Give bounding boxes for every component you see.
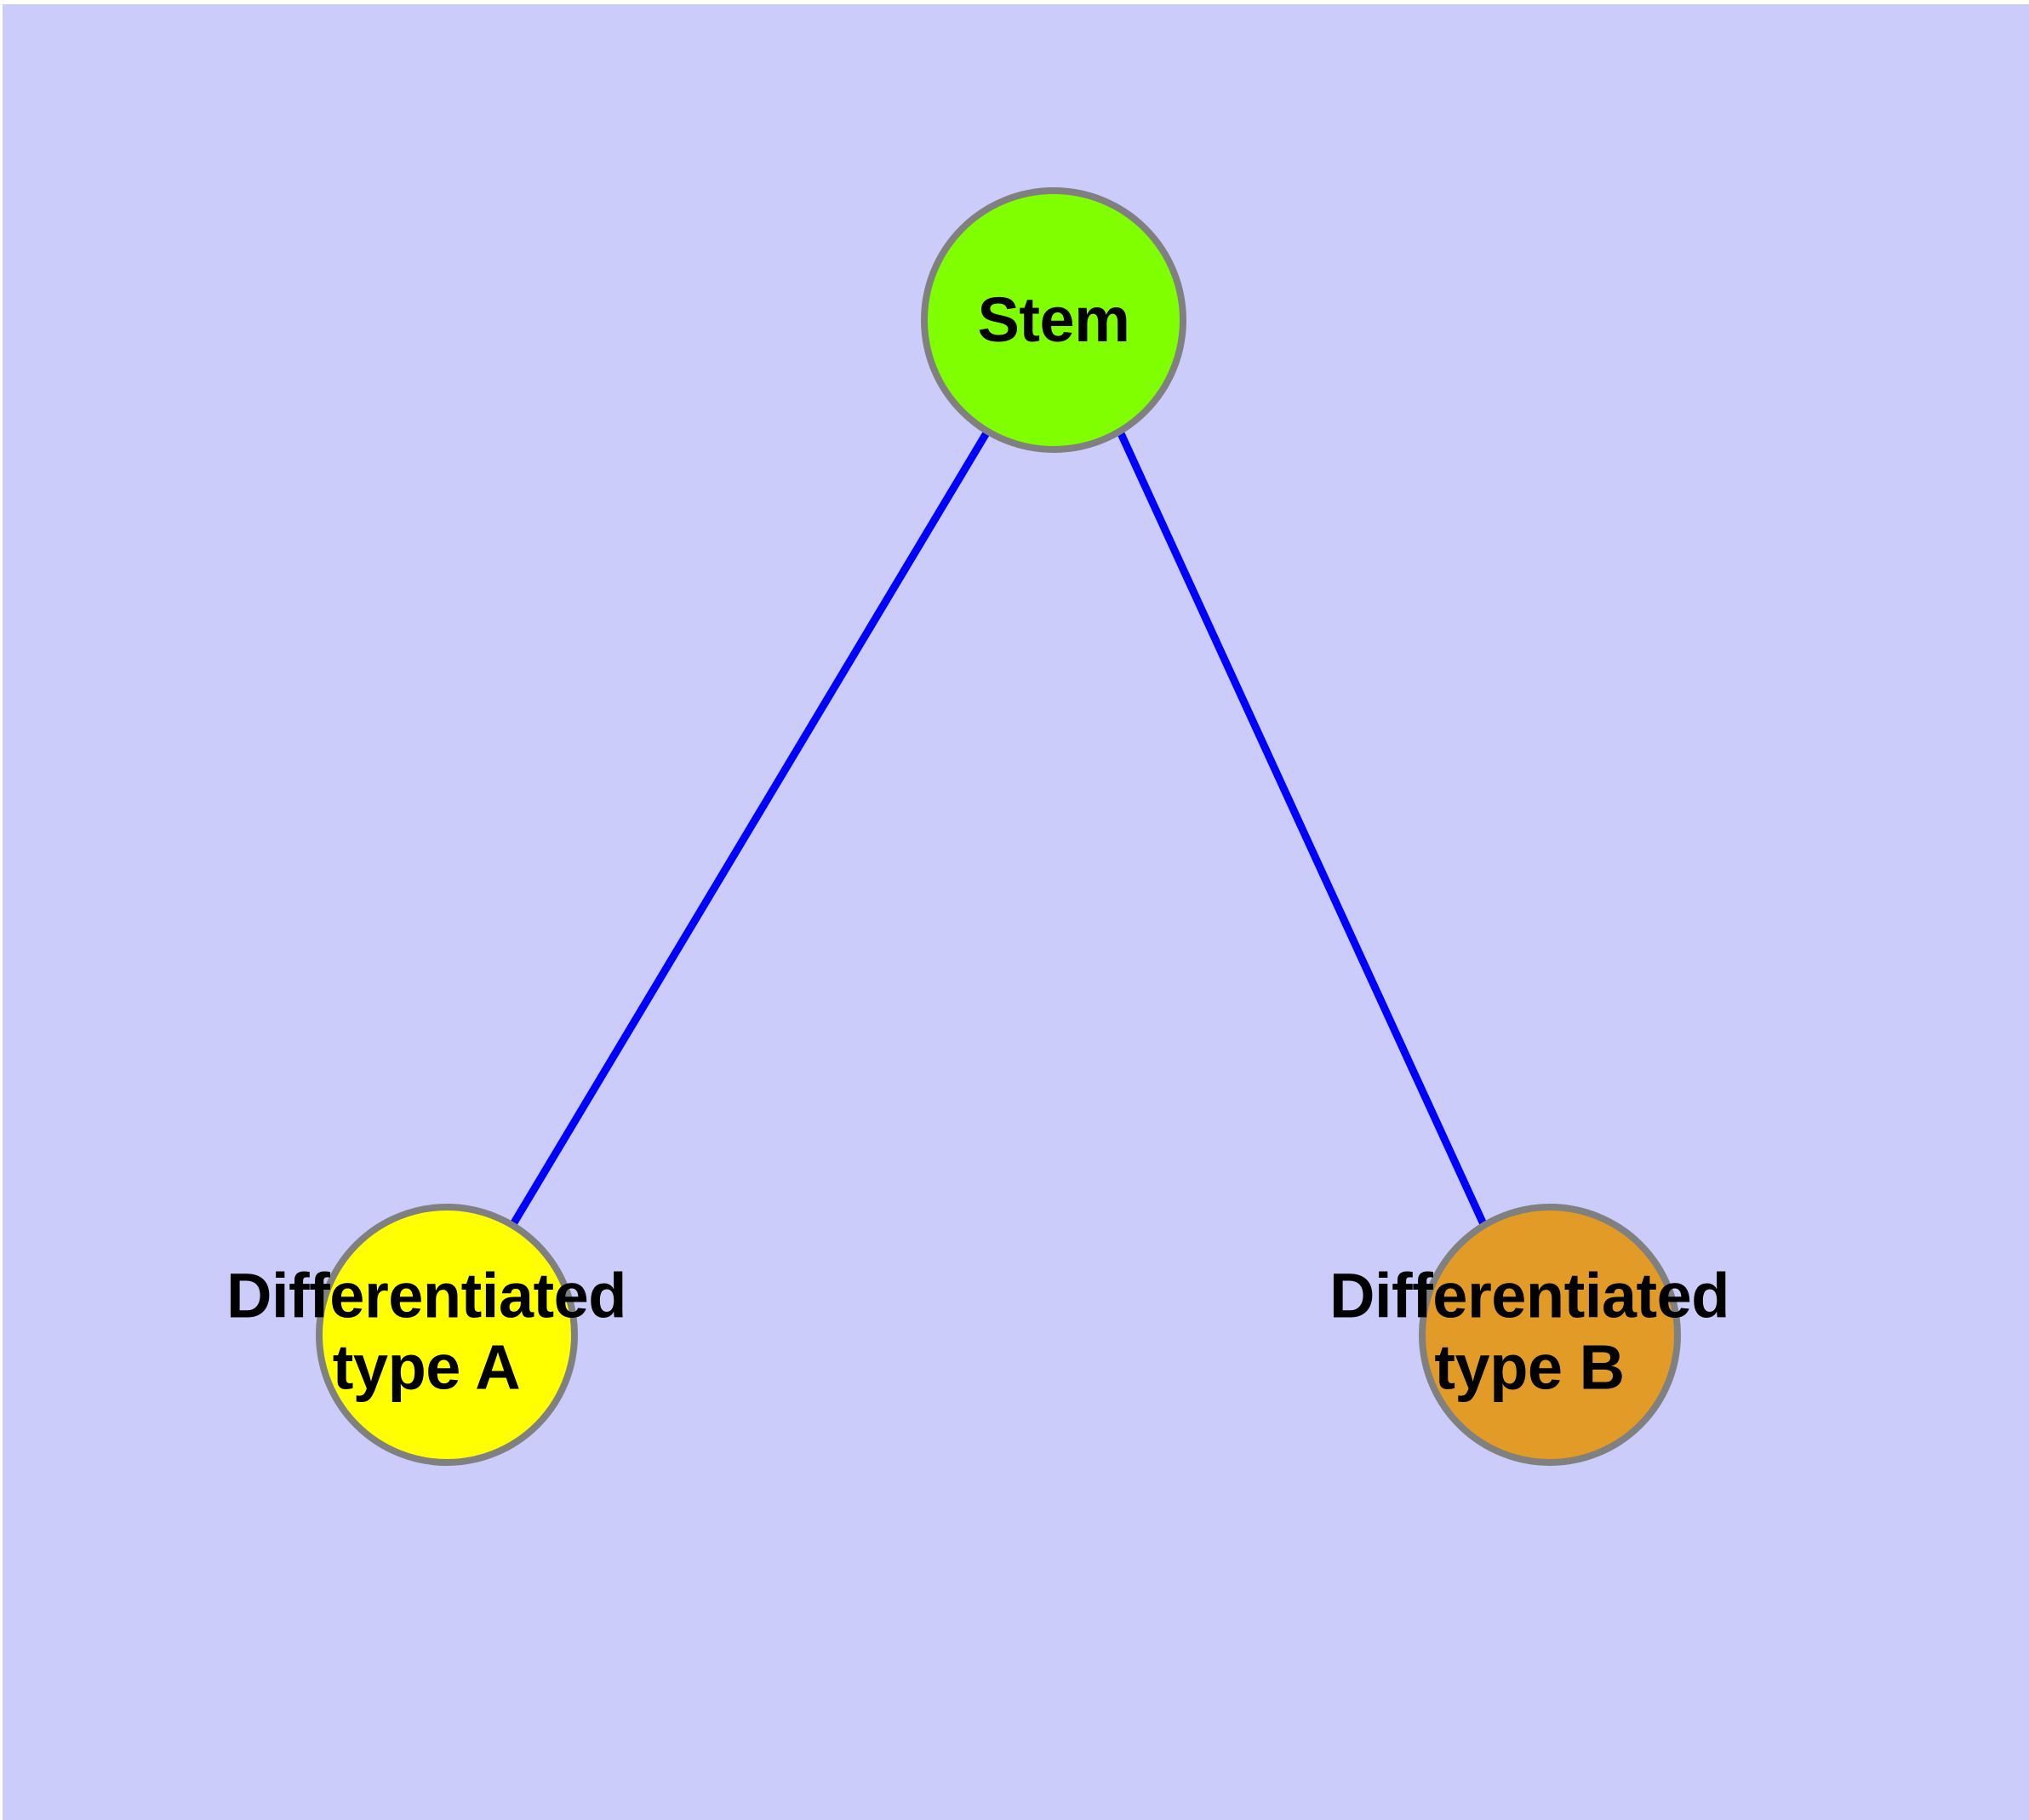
- edge-stem-to-diff-b[interactable]: [1116, 430, 1488, 1226]
- node-circle-diff-b[interactable]: [1419, 1204, 1681, 1466]
- node-circle-stem[interactable]: [921, 187, 1186, 453]
- nodes-layer: [316, 187, 1681, 1466]
- edge-stem-to-diff-a[interactable]: [510, 429, 991, 1227]
- edges-layer: [510, 429, 1488, 1227]
- node-circle-diff-a[interactable]: [316, 1204, 578, 1466]
